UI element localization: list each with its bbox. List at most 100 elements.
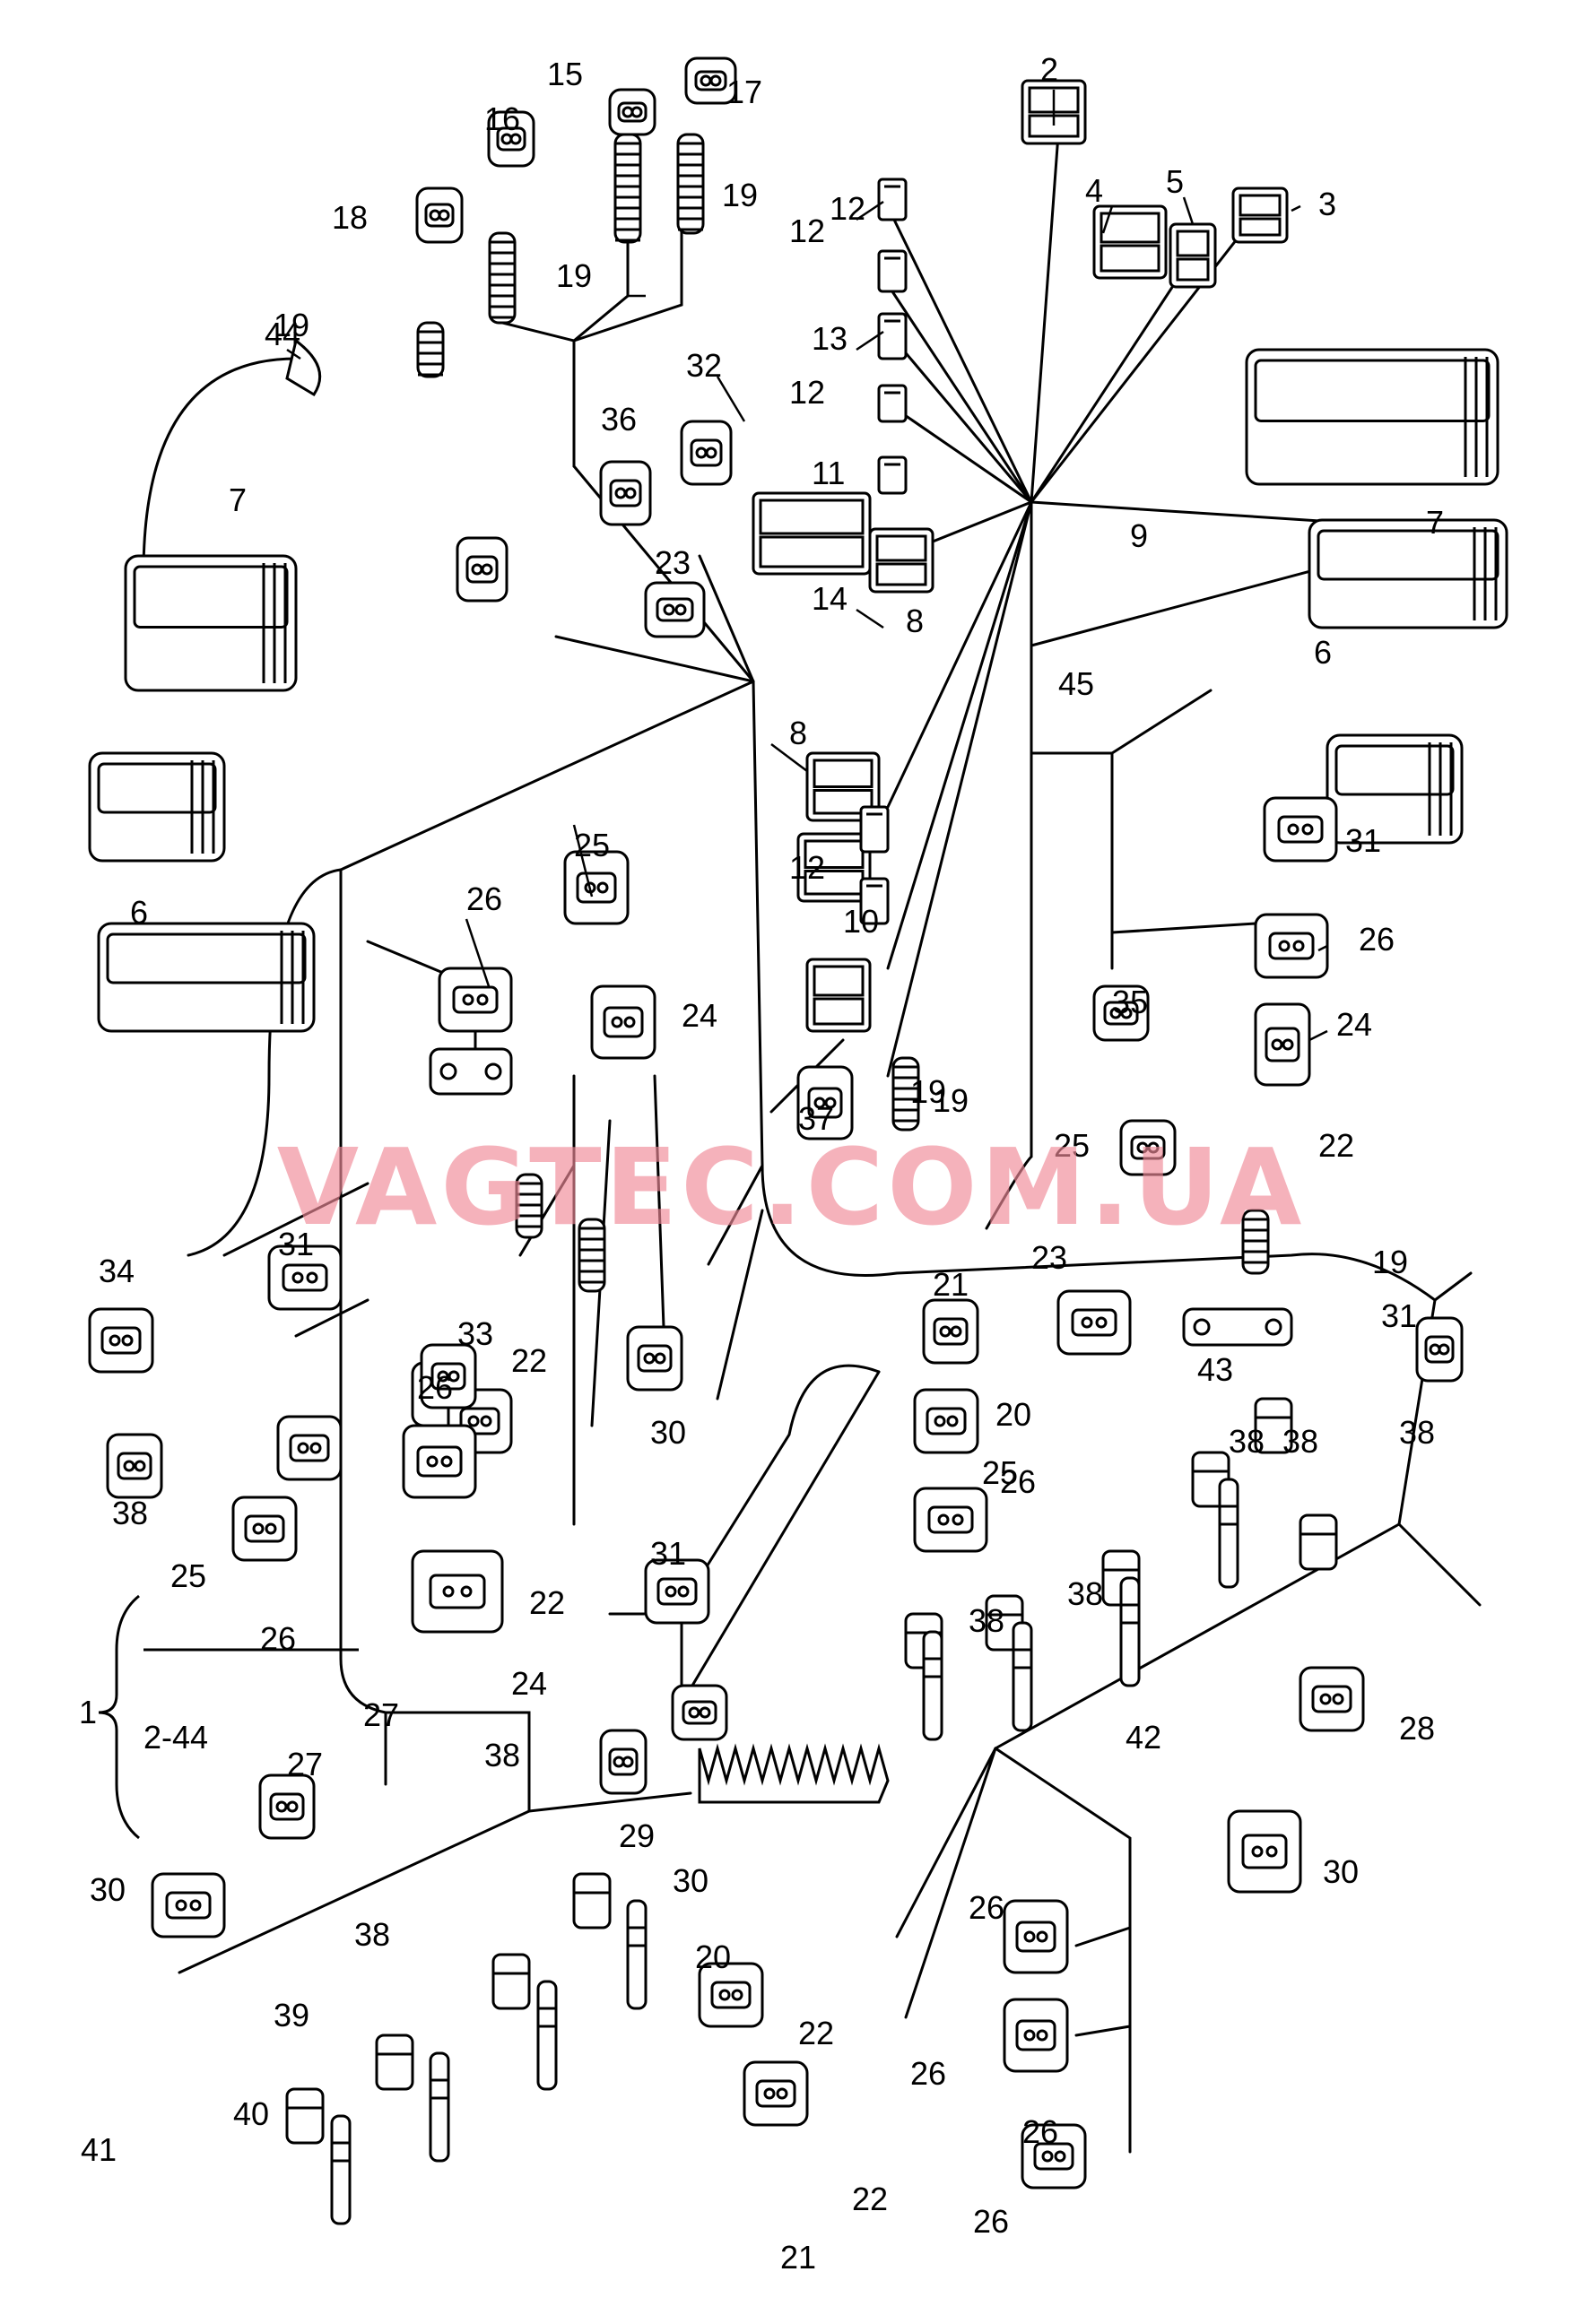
harness-wire [886,500,1033,809]
leader-line [856,330,884,351]
harness-wire [882,276,1033,504]
block-component [1231,186,1289,244]
conn-component [402,1424,477,1499]
callout-number: 18 [332,199,368,236]
conn-component [1119,1119,1177,1176]
callout-number: 4 [1085,172,1103,209]
conn-component [1092,984,1150,1042]
callout-number: 21 [933,1266,969,1303]
conn-component [644,581,706,638]
callout-number: 39 [274,1997,309,2034]
callout-number: 30 [1323,1853,1359,1890]
bracket-component [1182,1307,1293,1347]
callout-number: 23 [1031,1239,1067,1276]
harness-wire [698,1364,881,1580]
callout-number: 38 [1229,1423,1265,1460]
callout-number: 25 [574,827,610,863]
callout-number: 2 [1040,51,1058,88]
clip-component [877,249,908,293]
callout-number: 20 [695,1938,731,1975]
harness-wire [698,554,755,683]
conn-component [1254,1002,1311,1087]
callout-number: 22 [798,2015,834,2051]
callout-number: 14 [812,580,848,617]
callout-number: 30 [650,1414,686,1451]
callout-number: 17 [726,74,762,110]
conn-component [1299,1666,1365,1732]
block-component [868,527,934,594]
conn-component [922,1298,979,1365]
conn-component [1263,796,1338,863]
callout-number: 19 [910,1073,946,1110]
module-component [1245,348,1499,486]
conn-component [698,1962,764,2028]
harness-wire [886,500,1033,1078]
callout-number: 25 [982,1454,1018,1491]
conn-component [1415,1316,1464,1383]
callout-number: 26 [1000,1463,1036,1500]
callout-number: 22 [852,2181,888,2217]
harness-wire [1110,922,1257,934]
conduit-sleeve [515,1173,543,1239]
callout-number: 27 [363,1696,399,1733]
callout-number: 8 [789,715,807,751]
harness-wire [294,1298,369,1338]
callout-number: 26 [969,1889,1004,1926]
conn-component [1003,1899,1069,1974]
conn-component [88,1307,154,1374]
callout-number: 22 [511,1342,547,1379]
leader-line [770,743,808,772]
block-component [805,958,872,1033]
conn-component [913,1388,979,1454]
conn-component [1254,913,1329,979]
conn-component [1056,1289,1132,1356]
ecu-component [88,751,226,863]
spark-plug-lead [922,1630,943,1741]
harness-wire [994,1747,1132,2154]
conduit-sleeve [1241,1209,1270,1275]
harness-components [88,56,1508,2225]
callout-number: 16 [484,100,520,137]
harness-wire [895,1747,997,1938]
callout-number: 7 [1426,504,1444,541]
harness-wire [1074,2025,1132,2037]
callout-number: 25 [1054,1127,1090,1164]
callout-number: 36 [601,401,637,438]
clip-component [877,178,908,221]
leader-line [856,200,884,221]
conn-component [456,536,508,603]
clip-component [877,384,908,423]
callout-number: 19 [933,1082,969,1119]
callout-number: 8 [906,603,924,639]
conn-component [608,88,656,136]
conduit-sleeve [416,321,445,378]
harness-wire [142,357,298,576]
leader-line [572,824,594,898]
callout-number: 44 [265,316,300,352]
callout-number: 31 [1381,1297,1417,1334]
harness-wire [187,868,343,1257]
callout-number: 35 [1112,984,1148,1020]
conn-component [743,2060,809,2127]
callout-number: 22 [1318,1127,1354,1164]
callout-number: 6 [130,894,148,931]
callout-number: 27 [287,1746,323,1782]
callout-number: 33 [457,1315,493,1352]
callout-number: 29 [619,1817,655,1854]
callout-number: 38 [112,1495,148,1531]
conn-component [626,1325,683,1392]
harness-wire [339,680,755,872]
callout-number: 9 [1130,517,1148,554]
conn-component [438,967,513,1033]
harness-wire [707,1164,764,1266]
harness-wire [761,1164,1437,1526]
conn-component [276,1415,343,1481]
harness-wire [886,402,1033,504]
callout-number: 19 [1372,1244,1408,1280]
callout-number: 28 [1399,1710,1435,1747]
harness-wire [904,1747,997,2019]
callout-number: 40 [233,2095,269,2132]
callout-number: 38 [1067,1575,1103,1612]
callout-number: 38 [1399,1414,1435,1451]
harness-wire [1030,751,1114,970]
